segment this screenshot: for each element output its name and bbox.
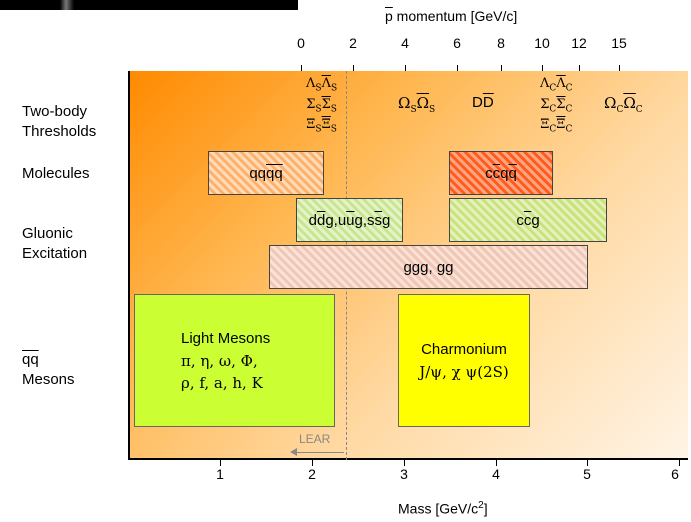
top-tick: 10 [534, 35, 550, 51]
threshold-strange-baryons: ΛSΛS ΣSΣS ΞSΞS [306, 76, 338, 135]
bottom-tick-mark [220, 460, 221, 466]
bottom-tick: 3 [400, 466, 408, 482]
bottom-tick-mark [496, 460, 497, 466]
bottom-tick: 6 [671, 466, 679, 482]
threshold-dd: DD [472, 94, 494, 111]
top-axis-title: p momentum [GeV/c] [385, 8, 518, 24]
top-tick: 2 [349, 35, 357, 51]
threshold-omega-s: ΩSΩS [398, 94, 436, 115]
bottom-tick-mark [312, 460, 313, 466]
lear-arrow-head [290, 448, 297, 456]
top-tick-mark [542, 65, 543, 71]
box-light-mesons: Light Mesons π, η, ω, Φ, ρ, f, a, h, K [134, 294, 335, 427]
top-left-strip [0, 0, 298, 10]
row-label-qq-mesons: qq Mesons [22, 351, 75, 388]
box-glueballs: ggg, gg [269, 245, 588, 289]
top-tick-mark [619, 65, 620, 71]
top-tick-mark [501, 65, 502, 71]
bottom-tick-mark [587, 460, 588, 466]
threshold-charm-baryons: ΛCΛC ΣCΣC ΞCΞC [540, 76, 573, 135]
bottom-axis-title: Mass [GeV/c2] [398, 500, 488, 517]
top-tick: 8 [497, 35, 505, 51]
light-mesons-title: Light Mesons [181, 329, 271, 347]
bottom-tick: 5 [583, 466, 591, 482]
charmonium-line: J/ψ, χ ψ(2S) [419, 362, 509, 381]
top-tick: 12 [571, 35, 587, 51]
light-mesons-line2: ρ, f, a, h, K [181, 373, 263, 392]
bottom-tick: 1 [216, 466, 224, 482]
bottom-tick-mark [679, 460, 680, 466]
top-tick: 4 [401, 35, 409, 51]
box-charmonium: Charmonium J/ψ, χ ψ(2S) [398, 294, 530, 427]
threshold-omega-c: ΩCΩC [604, 94, 643, 115]
lear-label: LEAR [299, 432, 331, 446]
light-mesons-line1: π, η, ω, Φ, [181, 351, 258, 370]
lear-arrow [296, 452, 344, 453]
bottom-tick: 2 [308, 466, 316, 482]
top-tick-mark [405, 65, 406, 71]
row-label-gluonic: Gluonic Excitation [22, 225, 88, 262]
bottom-tick: 4 [492, 466, 500, 482]
top-tick: 15 [611, 35, 627, 51]
top-tick-mark [457, 65, 458, 71]
top-tick-mark [353, 65, 354, 71]
charmonium-title: Charmonium [421, 340, 507, 358]
row-label-two-body: Two-body Thresholds [22, 103, 97, 140]
top-tick-mark [579, 65, 580, 71]
row-label-molecules: Molecules [22, 165, 90, 182]
top-tick: 0 [297, 35, 305, 51]
top-tick-mark [301, 65, 302, 71]
top-tick: 6 [453, 35, 461, 51]
bottom-tick-mark [404, 460, 405, 466]
